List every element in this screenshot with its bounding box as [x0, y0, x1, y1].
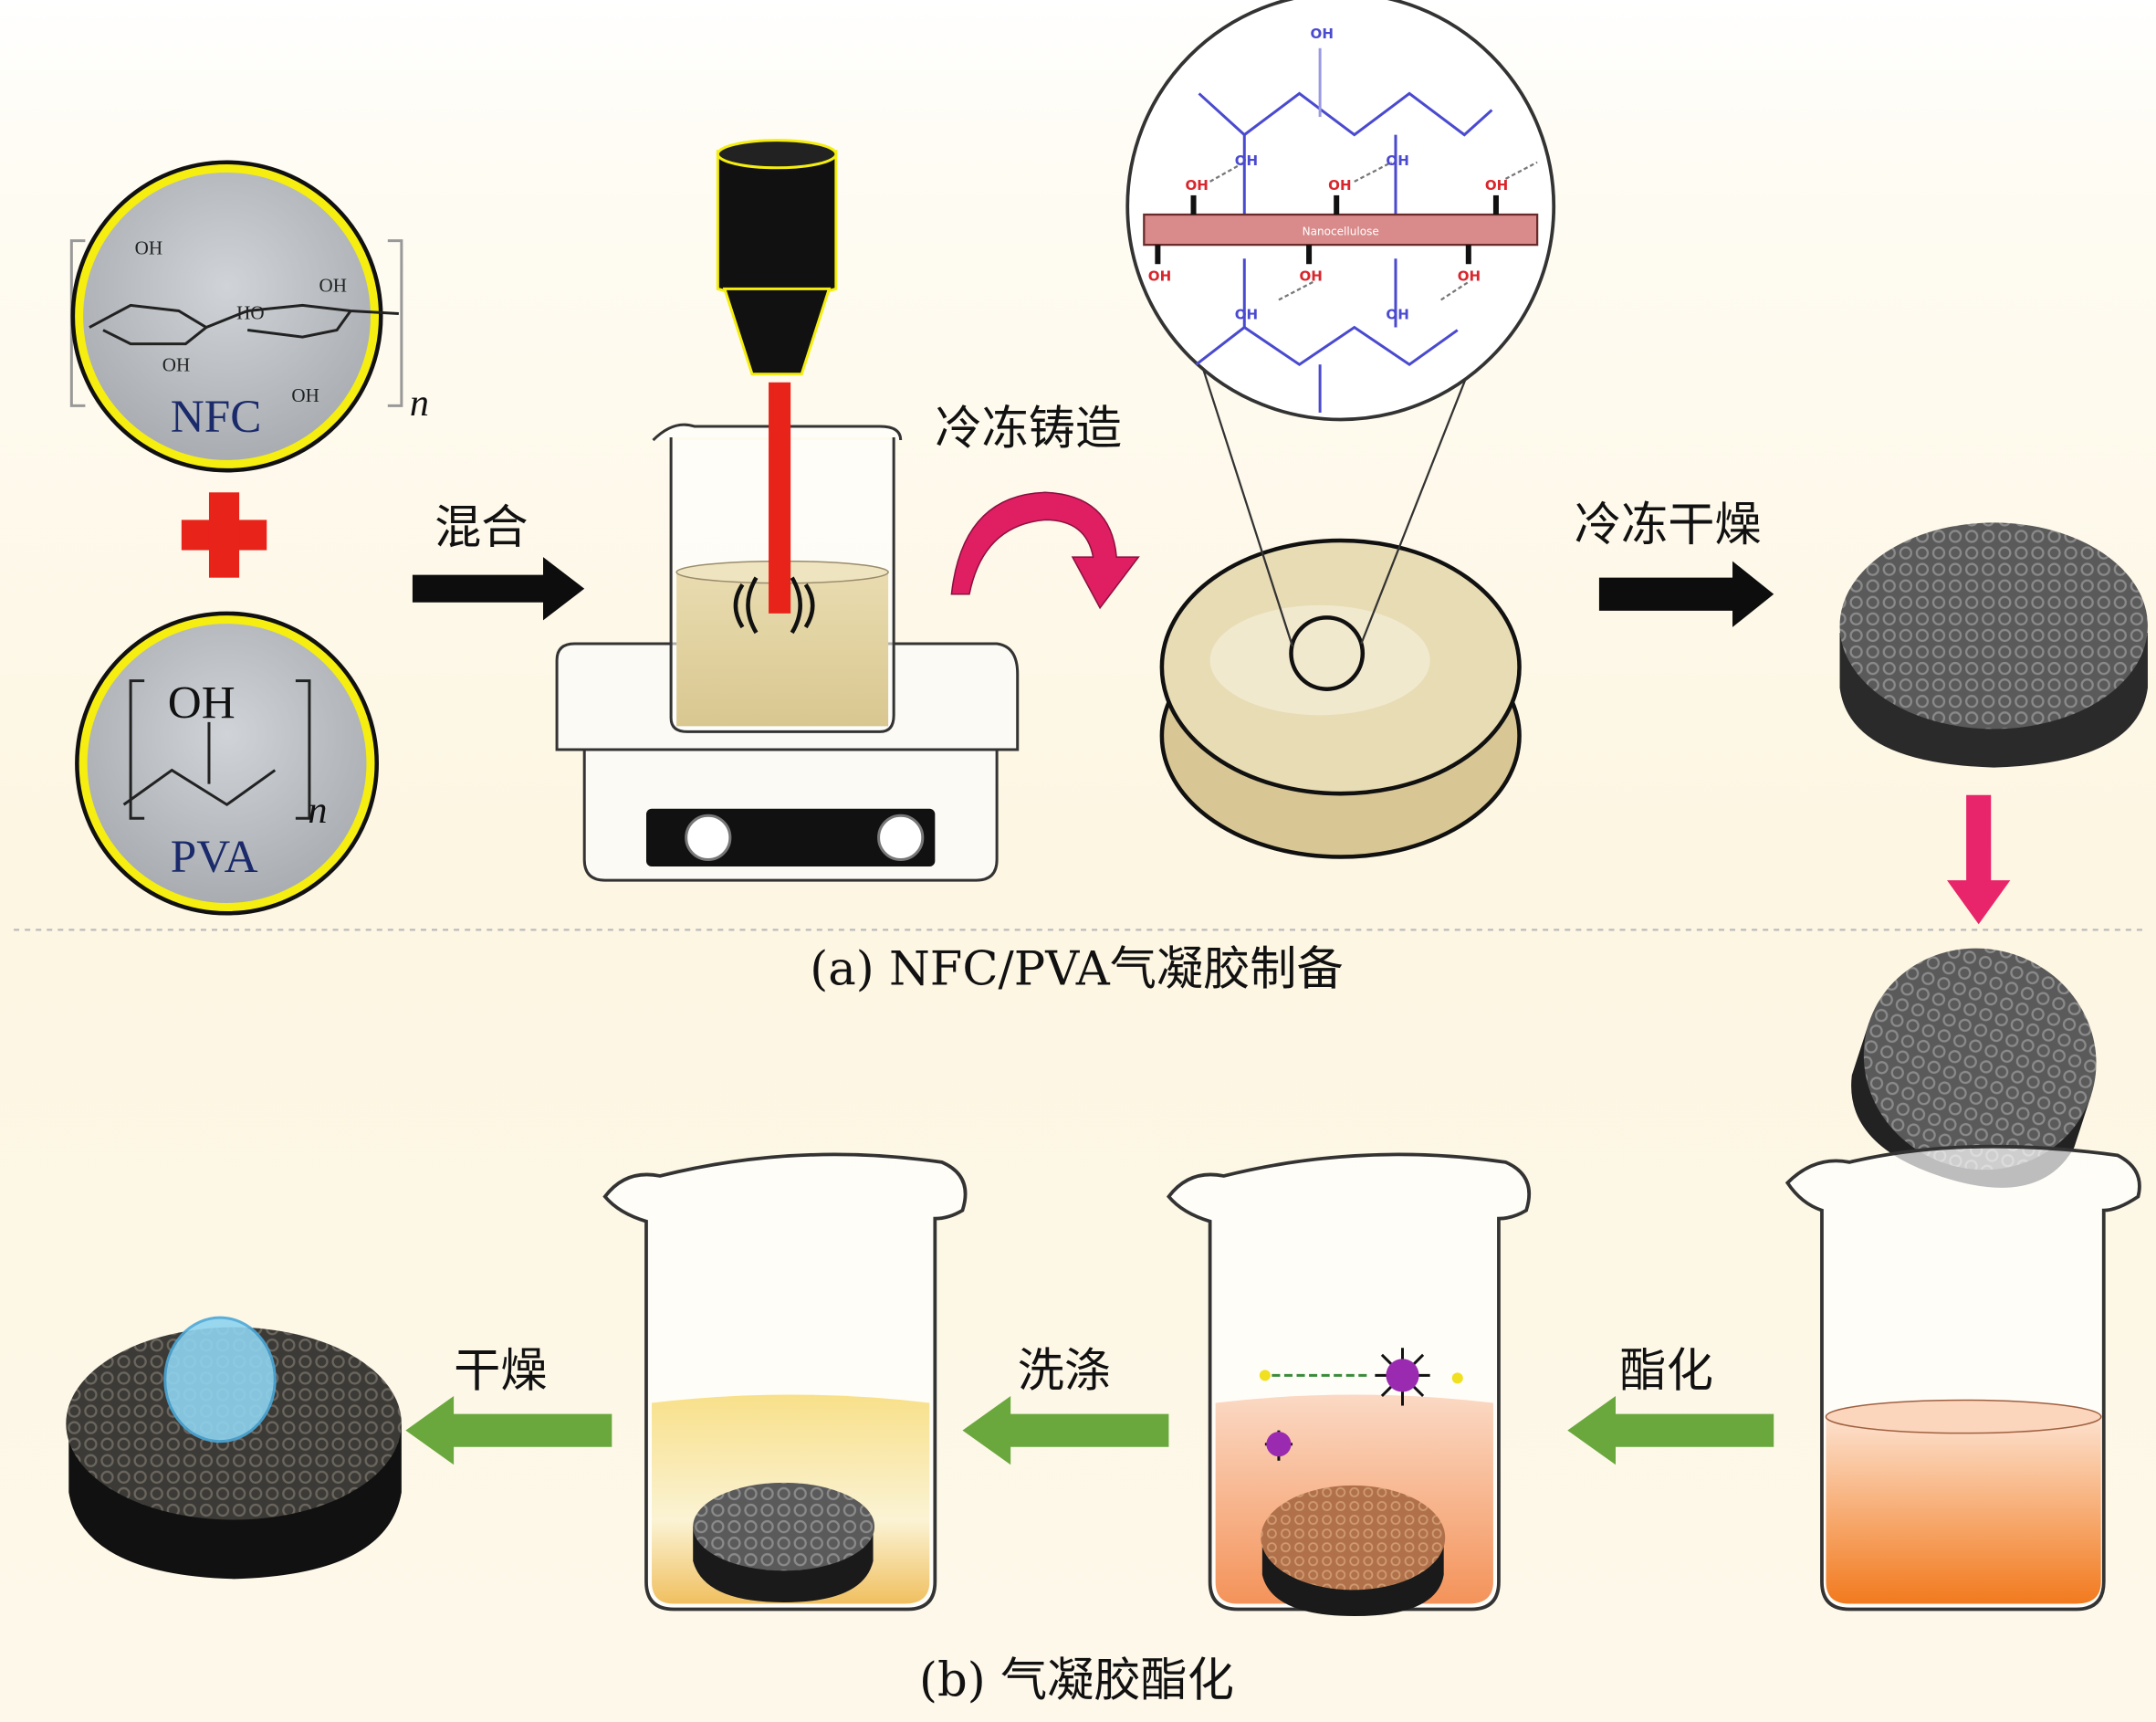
molecule-icon [1386, 1359, 1419, 1392]
step-wash-label: 洗涤 [1018, 1343, 1111, 1398]
panel-b-caption: (b) 气凝胶酯化 [919, 1653, 1234, 1707]
knob-icon [685, 814, 732, 862]
oh-label: OH [1458, 268, 1481, 284]
oh-label: OH [1185, 177, 1208, 194]
nfc-structure: OH OH OH OH HO NFC n [69, 160, 429, 473]
ultrasonic-stirrer [555, 139, 1020, 882]
pva-label: PVA [171, 831, 258, 883]
nfc-oh-label: OH [291, 384, 319, 406]
oh-label: OH [1235, 306, 1258, 322]
step-freeze-cast-label: 冷冻铸造 [935, 402, 1122, 457]
step-freeze-dry-label: 冷冻干燥 [1575, 498, 1762, 552]
nfc-label: NFC [171, 391, 262, 443]
nfc-ho-label: HO [236, 301, 264, 323]
arrow-down-icon [1947, 794, 2011, 925]
water-droplet-icon [163, 1316, 277, 1444]
arrow-left-icon [405, 1395, 612, 1465]
nfc-oh-label: OH [135, 237, 162, 259]
step-mix-label: 混合 [434, 500, 528, 555]
arrow-right-icon [412, 557, 585, 621]
esterified-aerogel-disc [66, 1316, 402, 1580]
pva-structure: OH n PVA [75, 611, 380, 916]
oh-label: OH [1311, 26, 1334, 42]
arrow-left-icon [1567, 1395, 1774, 1465]
beaker-dry [602, 1152, 968, 1612]
petri-dish [1159, 357, 1522, 859]
nanocellulose-bar-label: Nanocellulose [1303, 226, 1379, 238]
plus-icon [181, 492, 267, 578]
oh-label: OH [1386, 152, 1408, 169]
nfc-oh-label: OH [162, 354, 190, 376]
magnify-region [1289, 615, 1366, 691]
step-esterify-label: 酯化 [1620, 1343, 1713, 1398]
nfc-oh-label: OH [319, 274, 346, 296]
pva-subscript-n: n [308, 789, 327, 832]
panel-a-caption: (a) NFC/PVA气凝胶制备 [810, 942, 1343, 997]
curved-arrow-icon [950, 491, 1140, 610]
aerogel-disc [1839, 522, 2148, 768]
arrow-left-icon [962, 1395, 1169, 1465]
oh-label: OH [1485, 177, 1508, 194]
oh-label: OH [1148, 268, 1171, 284]
molecular-inset: Nanocellulose OH OH OH OH OH OH OH OH OH… [1125, 0, 1556, 422]
knob-icon [877, 814, 925, 862]
oh-label: OH [1328, 177, 1351, 194]
step-dry-label: 干燥 [454, 1343, 547, 1398]
nfc-subscript-n: n [410, 382, 429, 425]
oh-label: OH [1300, 268, 1323, 284]
molecule-icon [1266, 1432, 1292, 1457]
oh-label: OH [1386, 306, 1408, 322]
oh-label: OH [1235, 152, 1258, 169]
beaker-wash [1167, 1152, 1532, 1617]
beaker-esterify [1784, 1144, 2141, 1612]
arrow-right-icon [1598, 561, 1774, 627]
pva-oh-label: OH [168, 677, 235, 729]
